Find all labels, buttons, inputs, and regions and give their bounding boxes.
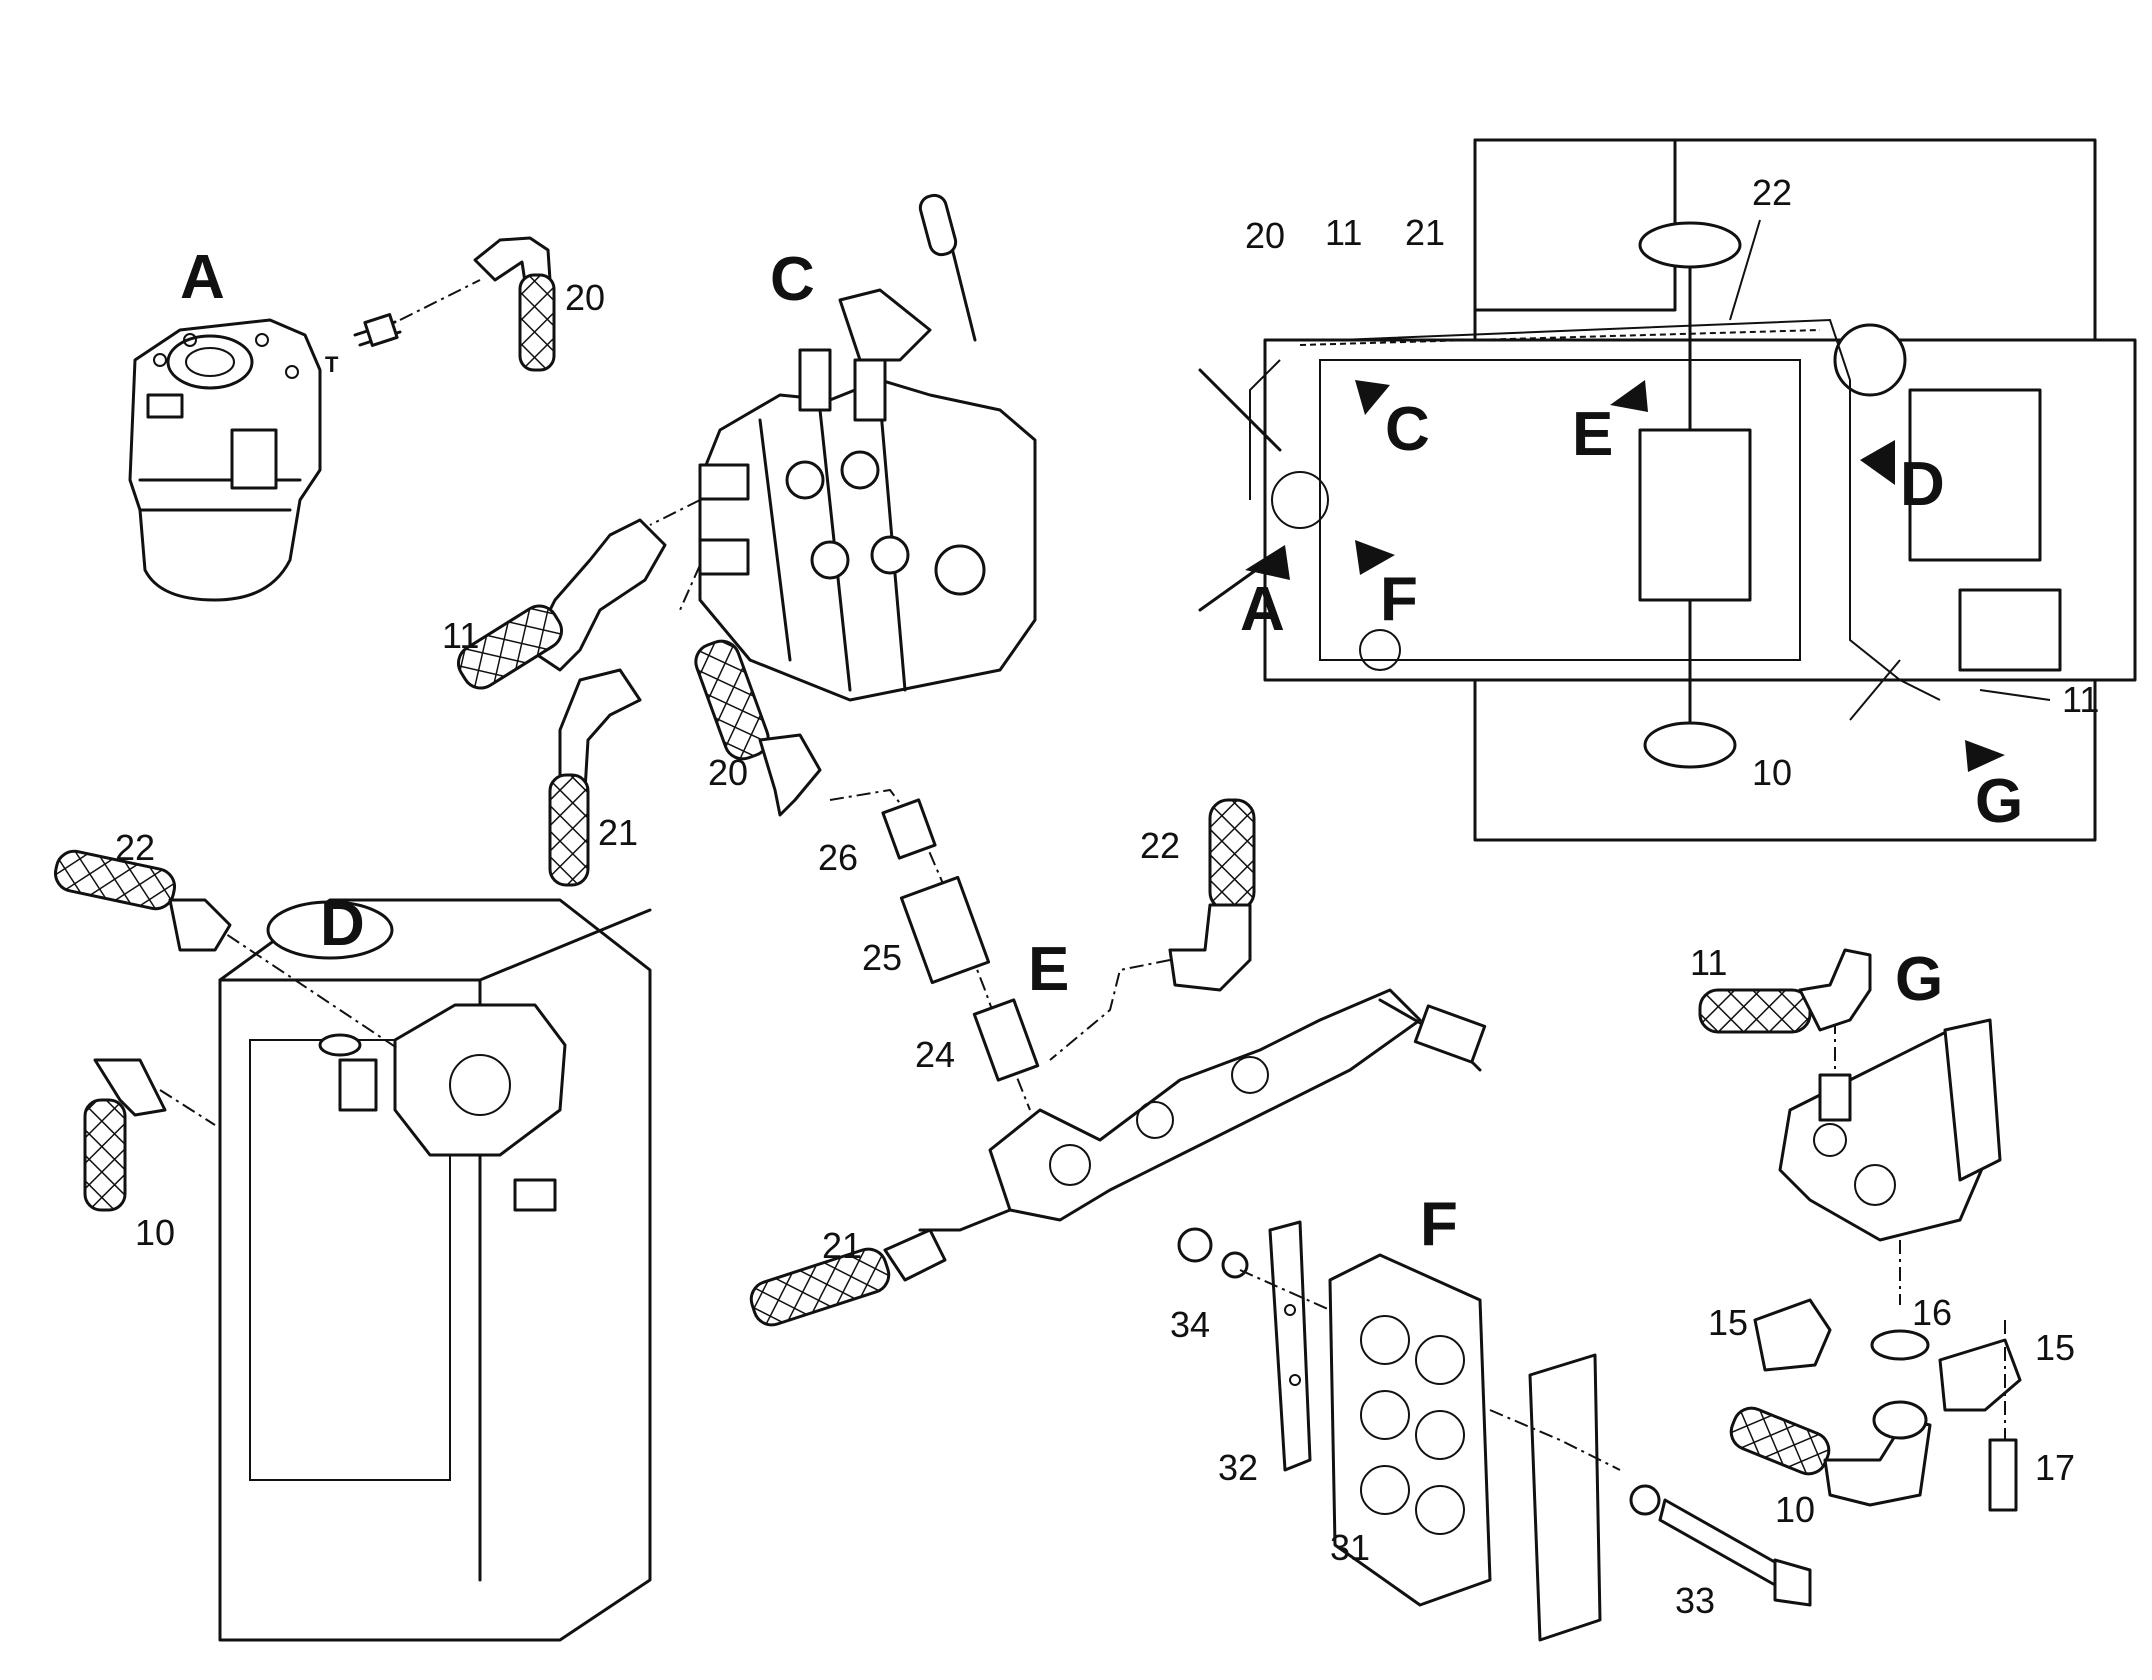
inset-label-f: F [1380, 565, 1418, 634]
inset-label-d: D [1900, 450, 1945, 519]
label-d: D [320, 890, 365, 959]
label-c: C [770, 245, 815, 314]
part-15-right-label: 15 [2035, 1327, 2075, 1368]
part-25-label: 25 [862, 937, 902, 978]
part-17-label: 17 [2035, 1447, 2075, 1488]
assembly-a-steering-unit: A T 20 [128, 236, 605, 602]
part-21-label-e: 21 [822, 1225, 862, 1266]
inset-part-20-label: 20 [1245, 215, 1285, 256]
port-t-label: T [325, 352, 339, 377]
inset-part-22-label: 22 [1752, 172, 1792, 213]
label-f: F [1420, 1190, 1458, 1259]
inset-part-10-label: 10 [1752, 752, 1792, 793]
inset-part-21-label: 21 [1405, 212, 1445, 253]
part-15-left-label: 15 [1708, 1302, 1748, 1343]
part-22-label-e: 22 [1140, 825, 1180, 866]
inset-label-e: E [1572, 400, 1613, 469]
machine-overview-inset: C E D A F G 20 11 21 22 11 10 [1198, 138, 2137, 842]
part-31-label: 31 [1330, 1527, 1370, 1568]
part-26-label: 26 [818, 837, 858, 878]
inset-label-c: C [1385, 395, 1430, 464]
inset-part-11-label: 11 [1325, 212, 1362, 253]
part-34-label: 34 [1170, 1304, 1210, 1345]
assembly-d-hydraulic-tank: D 22 10 [54, 827, 652, 1642]
inset-label-g: G [1975, 767, 2023, 836]
assembly-e-fitting-manifold: E 26 25 24 22 21 [749, 788, 1487, 1327]
part-24-label: 24 [915, 1034, 955, 1075]
part-22-label-d: 22 [115, 827, 155, 868]
assembly-g-hydraulic-pump: G 11 15 16 15 17 10 [1690, 942, 2075, 1530]
part-16-label: 16 [1912, 1292, 1952, 1333]
part-21-label-c: 21 [598, 812, 638, 853]
label-g: G [1895, 945, 1943, 1014]
assembly-c-control-valve: C 11 21 20 [442, 193, 1037, 887]
part-20-label-a: 20 [565, 277, 605, 318]
part-10-label-g: 10 [1775, 1489, 1815, 1530]
part-10-label-d: 10 [135, 1212, 175, 1253]
part-32-label: 32 [1218, 1447, 1258, 1488]
assembly-f-hose-clamp-block: F 34 32 31 33 [1170, 1190, 1812, 1642]
inset-part-11-right-label: 11 [2062, 679, 2099, 720]
label-a: A [180, 243, 225, 312]
inset-label-a: A [1240, 575, 1285, 644]
part-33-label: 33 [1675, 1580, 1715, 1621]
part-11-label-c: 11 [442, 615, 479, 656]
part-11-label-g: 11 [1690, 942, 1727, 983]
part-20-label-c: 20 [708, 752, 748, 793]
label-e: E [1028, 935, 1069, 1004]
